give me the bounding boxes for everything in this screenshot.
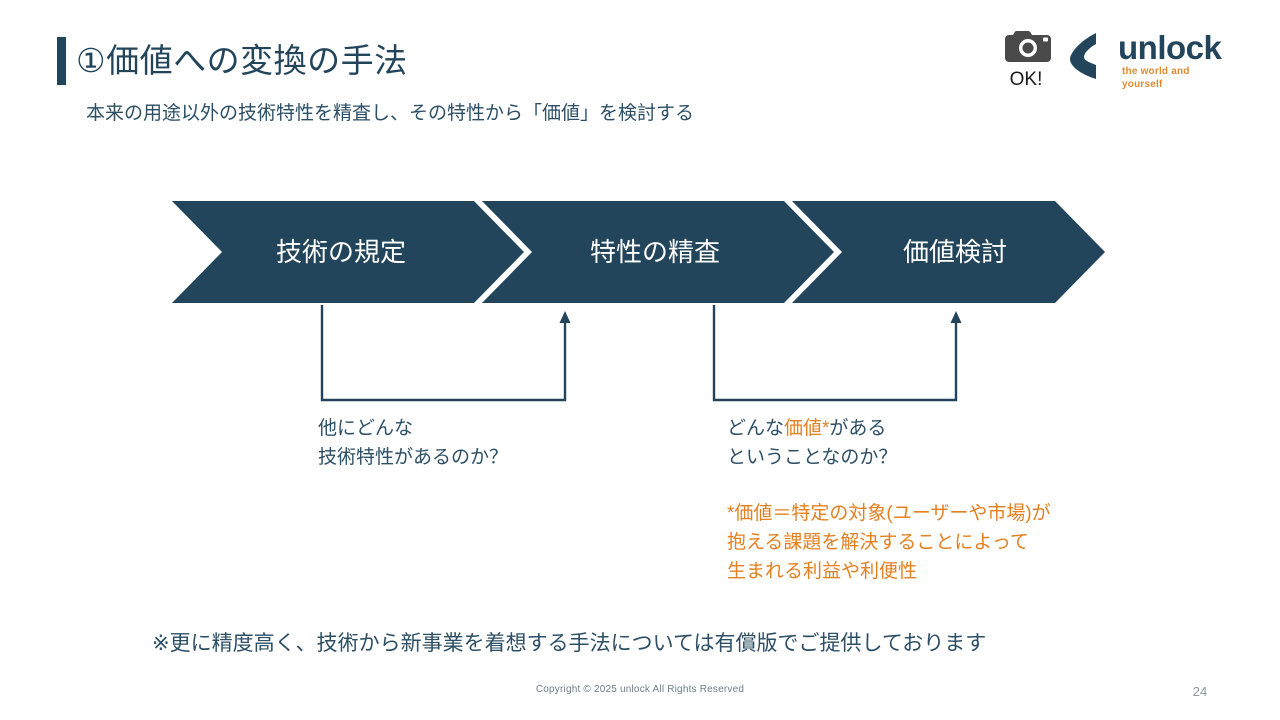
callout-2-highlight: 価値* <box>784 418 830 439</box>
callout-2-after: がある <box>829 418 887 439</box>
process-step-label-2: 特性の精査 <box>589 237 720 267</box>
callout-2-line2: ということなのか？ <box>727 447 898 468</box>
bottom-note: ※更に精度高く、技術から新事業を着想する手法については有償版でご提供しております <box>152 632 987 655</box>
page-subtitle: 本来の用途以外の技術特性を精査し、その特性から「価値」を検討する <box>86 103 695 124</box>
unlock-chevron-mark <box>1070 33 1096 79</box>
ok-label: OK! <box>1009 69 1043 90</box>
page-number: 24 <box>1192 684 1208 699</box>
copyright-text: Copyright © 2025 unlock All Rights Reser… <box>535 684 745 695</box>
title-accent-bar <box>57 37 66 85</box>
connector-arrow-1 <box>320 305 571 402</box>
callout-2-before: どんな <box>727 418 785 439</box>
value-definition-footnote: *価値＝特定の対象(ユーザーや市場)が 抱える課題を解決することによって 生まれ… <box>727 503 1051 582</box>
camera-icon <box>1005 31 1051 62</box>
logo-tagline: the world and yourself <box>1122 66 1190 90</box>
unlock-logo: unlock the world and yourself <box>1066 29 1228 90</box>
process-step-label-1: 技術の規定 <box>275 237 406 267</box>
callout-text-2: どんな価値*があるということなのか？ <box>727 414 897 472</box>
callout-text-1: 他にどんな 技術特性があるのか？ <box>318 418 509 468</box>
page-title: ①価値への変換の手法 <box>76 42 408 79</box>
connector-arrow-2 <box>712 305 962 402</box>
camera-ok-badge: OK! <box>996 26 1056 92</box>
logo-wordmark: unlock <box>1118 29 1222 66</box>
process-step-label-3: 価値検討 <box>902 237 1007 267</box>
